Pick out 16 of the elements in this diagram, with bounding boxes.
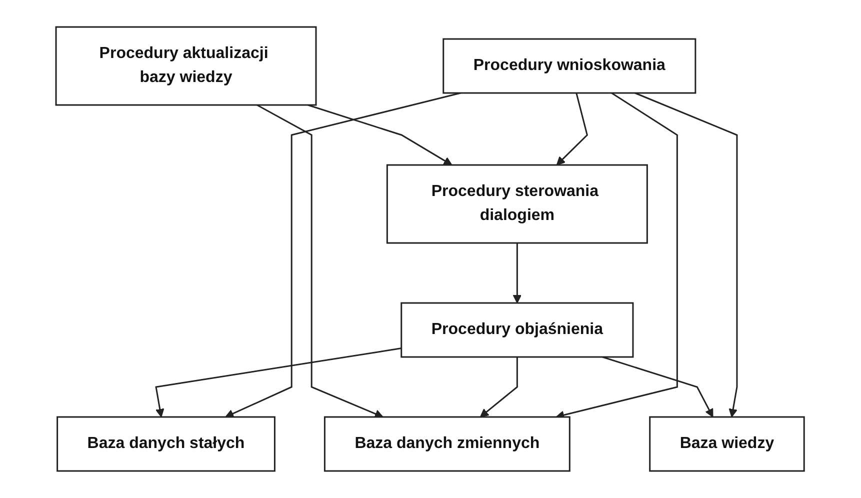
- node-box: Baza wiedzy: [650, 416, 806, 472]
- arrow: [513, 243, 522, 304]
- arrow: [226, 92, 462, 418]
- node-box: Procedury sterowania dialogiem: [386, 164, 648, 244]
- node-box: Baza danych stałych: [57, 416, 276, 472]
- arrow: [556, 92, 588, 166]
- arrow: [308, 104, 453, 166]
- arrow: [635, 92, 738, 418]
- node-box: Procedury aktualizacji bazy wiedzy: [56, 26, 318, 106]
- arrow: [156, 348, 402, 418]
- arrow: [480, 357, 518, 418]
- arrow: [257, 104, 384, 418]
- arrow: [602, 356, 714, 418]
- node-box: Procedury wnioskowania: [443, 38, 697, 94]
- node-box: Procedury objaśnienia: [401, 302, 634, 358]
- node-box: Baza danych zmiennych: [324, 416, 571, 472]
